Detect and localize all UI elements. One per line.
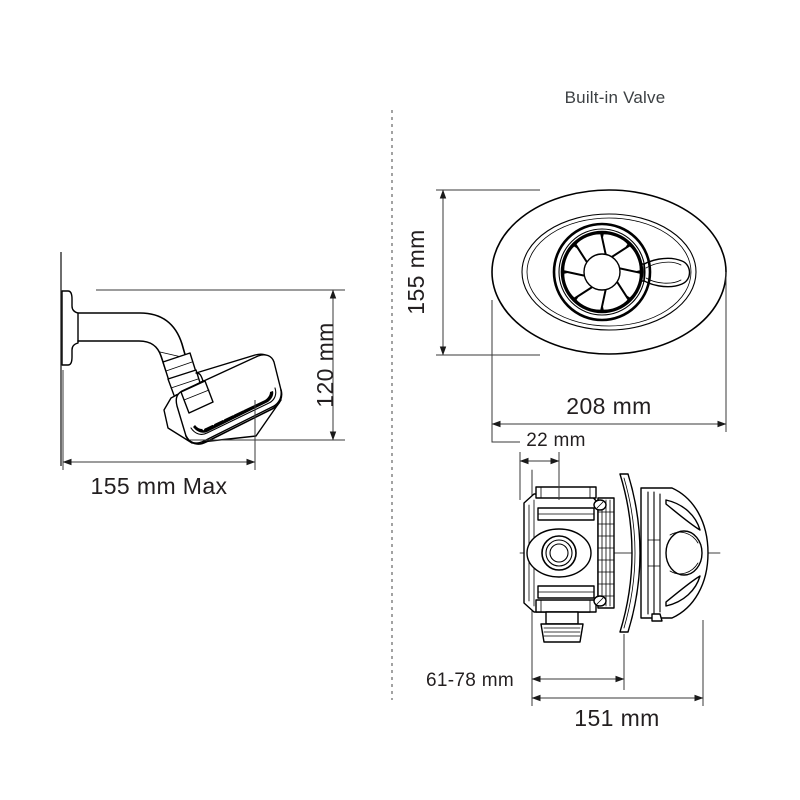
dimension-height-120mm: 120 mm [312,289,338,441]
dimension-22mm: 22 mm [491,430,586,500]
valve-port-ring-3 [549,543,569,563]
dimension-label-151mm: 151 mm [574,705,659,731]
dimension-61-78mm: 61-78 mm [426,620,625,706]
dimension-151mm: 151 mm [531,620,704,731]
dimension-label-22mm: 22 mm [526,430,586,451]
valve-trim-front-view: 155 mm 208 mm [403,189,727,432]
handle-hub-outer-ring [552,222,652,322]
valve-port-outer [526,528,592,578]
panel-title-built-in-valve: Built-in Valve [565,88,666,107]
handle-hub-ring-3 [560,230,644,314]
dimension-label-61-78mm: 61-78 mm [426,670,514,691]
dimension-label-208mm: 208 mm [566,393,651,419]
shower-head-body [163,353,283,445]
valve-handle-knob-side [640,487,709,622]
dimension-label-155mm-max: 155 mm Max [91,473,228,499]
escutcheon-inner-ellipse [521,213,697,331]
dimension-width-155mm-max: 155 mm Max [62,370,256,499]
valve-port-ring-1 [541,535,577,571]
valve-body-side-view: 22 mm 61-78 mm 151 mm [426,430,721,731]
handle-hub-center-cap [583,253,621,291]
valve-collar-stack [593,497,615,609]
dimension-label-155mm: 155 mm [403,229,429,314]
dimension-label-120mm: 120 mm [312,322,338,407]
dimension-height-155mm: 155 mm [403,189,540,356]
valve-body-housing [523,486,599,643]
valve-port-ring-2 [545,539,573,567]
dimension-width-208mm: 208 mm [491,272,727,432]
escutcheon-inner-ellipse-2 [526,217,692,327]
handle-hub-ring-2 [558,228,646,316]
shower-head-side-view: 120 mm 155 mm Max [60,252,345,499]
trim-plate-edge [619,473,641,633]
wall-flange [61,290,79,366]
